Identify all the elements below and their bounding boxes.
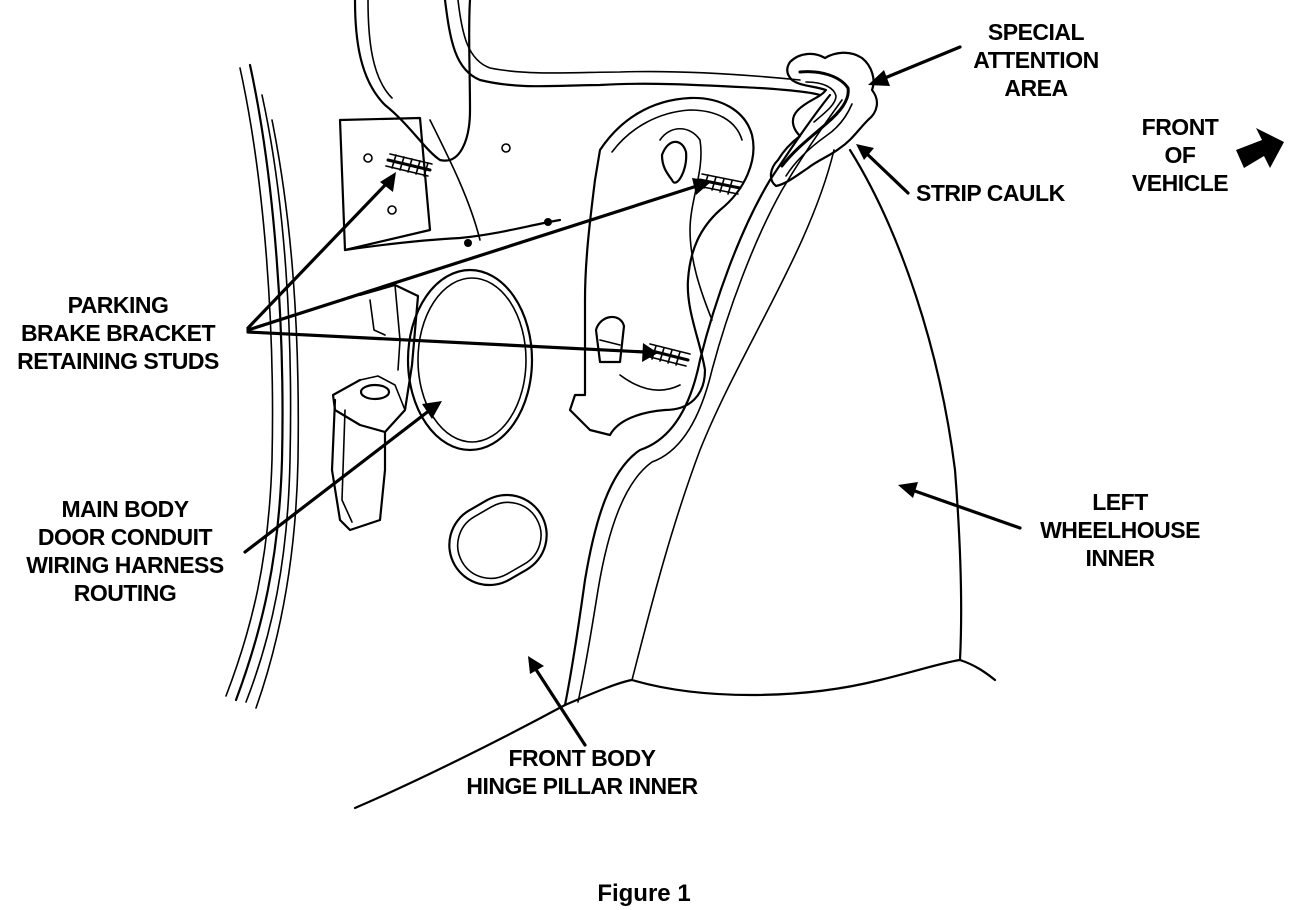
hinge-plate — [568, 96, 755, 437]
strip-caulk-label: STRIP CAULK — [916, 180, 1066, 206]
line-art — [225, 0, 997, 810]
svg-text:STRIP CAULK: STRIP CAULK — [916, 180, 1066, 206]
strip-caulk-area — [769, 51, 878, 188]
svg-text:WIRING HARNESS: WIRING HARNESS — [26, 552, 224, 578]
svg-text:WHEELHOUSE: WHEELHOUSE — [1040, 517, 1200, 543]
svg-text:RETAINING STUDS: RETAINING STUDS — [17, 348, 219, 374]
door-opening-edge — [225, 63, 300, 709]
svg-text:VEHICLE: VEHICLE — [1132, 170, 1228, 196]
front-body-label: FRONT BODY HINGE PILLAR INNER — [466, 745, 699, 799]
figure-caption: Figure 1 — [597, 880, 690, 907]
leader-lines — [243, 45, 1022, 747]
svg-text:MAIN BODY: MAIN BODY — [61, 496, 188, 522]
wheelhouse-dome — [630, 148, 997, 697]
svg-text:FRONT: FRONT — [1142, 114, 1219, 140]
svg-text:ATTENTION: ATTENTION — [973, 47, 1098, 73]
left-wheelhouse-label: LEFT WHEELHOUSE INNER — [1040, 489, 1201, 571]
bracket-left — [330, 283, 420, 532]
upper-stud — [385, 153, 433, 177]
svg-text:ROUTING: ROUTING — [74, 580, 177, 606]
svg-text:AREA: AREA — [1004, 75, 1067, 101]
svg-text:DOOR CONDUIT: DOOR CONDUIT — [38, 524, 213, 550]
front-direction-arrow-icon — [1236, 128, 1284, 168]
svg-text:PARKING: PARKING — [68, 292, 169, 318]
upper-pillar-structure — [338, 0, 822, 252]
inner-panel — [343, 218, 562, 252]
svg-text:FRONT BODY: FRONT BODY — [508, 745, 655, 771]
front-of-vehicle-label: FRONT OF VEHICLE — [1132, 114, 1229, 196]
wiring-hole — [406, 268, 534, 452]
svg-text:INNER: INNER — [1085, 545, 1155, 571]
svg-text:HINGE PILLAR INNER: HINGE PILLAR INNER — [466, 773, 698, 799]
svg-text:SPECIAL: SPECIAL — [988, 19, 1085, 45]
svg-text:LEFT: LEFT — [1092, 489, 1148, 515]
special-attention-label: SPECIAL ATTENTION AREA — [973, 19, 1099, 101]
main-body-label: MAIN BODY DOOR CONDUIT WIRING HARNESS RO… — [26, 496, 224, 606]
svg-text:BRAKE BRACKET: BRAKE BRACKET — [21, 320, 216, 346]
oval-slot — [448, 493, 548, 587]
parking-brake-label: PARKING BRAKE BRACKET RETAINING STUDS — [17, 292, 219, 374]
svg-text:OF: OF — [1165, 142, 1196, 168]
